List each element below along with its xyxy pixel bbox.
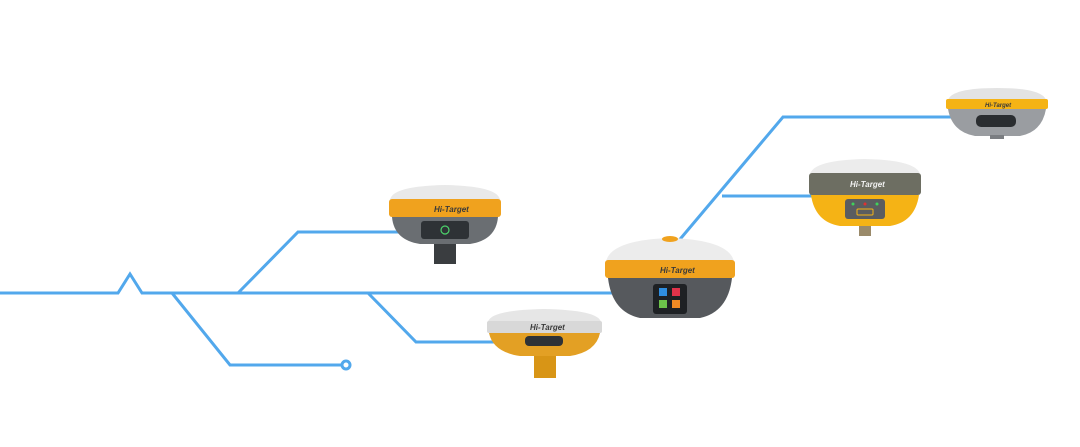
brand-logo: Hi-Target — [660, 266, 695, 275]
connection-lines — [0, 115, 960, 371]
receiver-touchscreen: Hi-Target — [605, 236, 735, 318]
branch-line-end-node — [170, 292, 342, 367]
receiver-small-orange: Hi-Target — [389, 185, 501, 264]
brand-logo: Hi-Target — [434, 205, 469, 214]
main-line — [0, 271, 620, 295]
touchscreen — [653, 284, 687, 314]
end-node-icon — [340, 359, 352, 371]
brand-logo: Hi-Target — [850, 180, 885, 189]
brand-logo: Hi-Target — [530, 323, 565, 332]
branch-line-3 — [674, 115, 960, 245]
branch-line-2 — [366, 291, 500, 344]
receiver-top-right: Hi-Target — [946, 88, 1048, 139]
branch-line-1 — [236, 230, 410, 295]
receiver-low-profile: Hi-Target — [487, 309, 602, 378]
brand-logo: Hi-Target — [985, 103, 1012, 109]
receiver-yellow-classic: Hi-Target — [809, 159, 921, 236]
